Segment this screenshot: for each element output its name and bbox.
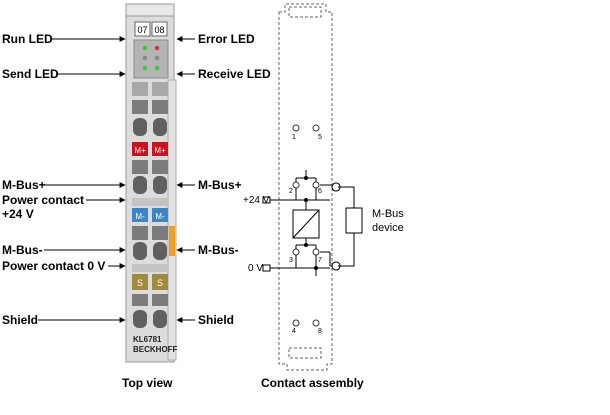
pin-4-label: 4 [292,328,296,335]
contact-1 [292,124,300,132]
channel-box-left [134,21,151,37]
grey-spacer [132,198,168,206]
v0-label: 0 V [248,263,263,274]
mbus-plus-tag-left: M+ [134,146,146,155]
mbus-minus-right-label: M-Bus- [198,243,239,257]
model-label: KL6781 [133,335,162,344]
pin-8-label: 8 [318,328,322,335]
terminal-0v [262,264,271,272]
junction-top-left [304,176,308,180]
junction-0v [314,266,318,270]
assembly-outline [278,3,333,371]
mbus-minus-tag-right: M- [155,212,165,221]
mbus-minus-tags: M- M- [132,208,168,222]
channel-box-right [151,21,168,37]
mbus-plus-tag-right: M+ [154,146,166,155]
bus-plus-connector [331,182,341,192]
mbus-device-box [345,207,363,234]
callout-arrows [38,36,195,323]
pin-5-label: 5 [318,134,322,141]
pin-6-label: 6 [318,188,322,195]
device-label-line2: device [372,222,404,234]
wire-device-bottom [338,233,355,267]
terminal-row-1 [132,100,168,136]
contact-assembly: 1 5 2 6 3 7 4 8 [243,3,404,371]
channel-label-right: 08 [154,25,164,35]
mbus-plus-right-label: M-Bus+ [198,178,242,192]
run-led-label: Run LED [2,32,53,46]
pin-2-label: 2 [289,188,293,195]
upper-grey-block-left [132,82,148,96]
shield-tags: S S [132,274,168,290]
error-led [154,45,160,51]
terminal-row-3 [132,226,168,260]
mbus-minus-tag-left: M- [135,212,145,221]
shield-right-label: Shield [198,313,235,327]
run-led [142,45,148,51]
assembly-top-cap [288,6,322,18]
mbus-plus-left-label: M-Bus+ [2,178,46,192]
top-view-caption: Top view [122,376,173,390]
terminal-top-view: 07 08 M+ M+ [125,3,178,363]
contact-7 [312,248,320,256]
receive-led [154,65,160,71]
wire-device-top [338,186,355,208]
mbus-plus-tags: M+ M+ [132,142,168,156]
bus-minus-connector [331,261,341,271]
device-label-line1: M-Bus [372,208,404,220]
contact-8 [312,319,320,327]
power-contact-24-label-line1: Power contact [2,193,85,207]
led-window [133,39,169,79]
v24-label: +24 V [243,195,270,206]
terminal-top-cap [125,3,175,17]
orange-latch [169,226,175,256]
terminal-24v [262,196,271,204]
led-mid-left [142,55,148,61]
shield-tag-left: S [137,278,143,288]
converter-diagonal [292,209,320,239]
power-contact-24-label-line2: +24 V [2,207,34,221]
receive-led-label: Receive LED [198,67,271,81]
contact-5 [312,124,320,132]
send-led-label: Send LED [2,67,59,81]
shield-left-label: Shield [2,313,39,327]
shield-tag-right: S [157,278,163,288]
upper-grey-block-right [152,82,168,96]
terminal-row-4 [132,294,168,328]
channel-label-left: 07 [137,25,147,35]
contact-3 [292,248,300,256]
mbus-minus-left-label: M-Bus- [2,243,43,257]
junction-bottom [304,243,308,247]
terminal-row-2 [132,160,168,194]
grey-spacer-2 [132,264,168,272]
assembly-bottom-cap [288,347,322,359]
contact-4 [292,319,300,327]
contact-2 [292,181,300,189]
junction-24v [304,198,308,202]
terminal-right-rail [167,79,177,361]
error-led-label: Error LED [198,32,255,46]
pin-1-label: 1 [292,134,296,141]
pin-3-label: 3 [289,257,293,264]
contact-assembly-caption: Contact assembly [261,376,364,390]
send-led [142,65,148,71]
pin-7-label: 7 [318,257,322,264]
brand-label: BECKHOFF [133,345,178,354]
power-contact-0-label: Power contact 0 V [2,259,106,273]
led-mid-right [154,55,160,61]
